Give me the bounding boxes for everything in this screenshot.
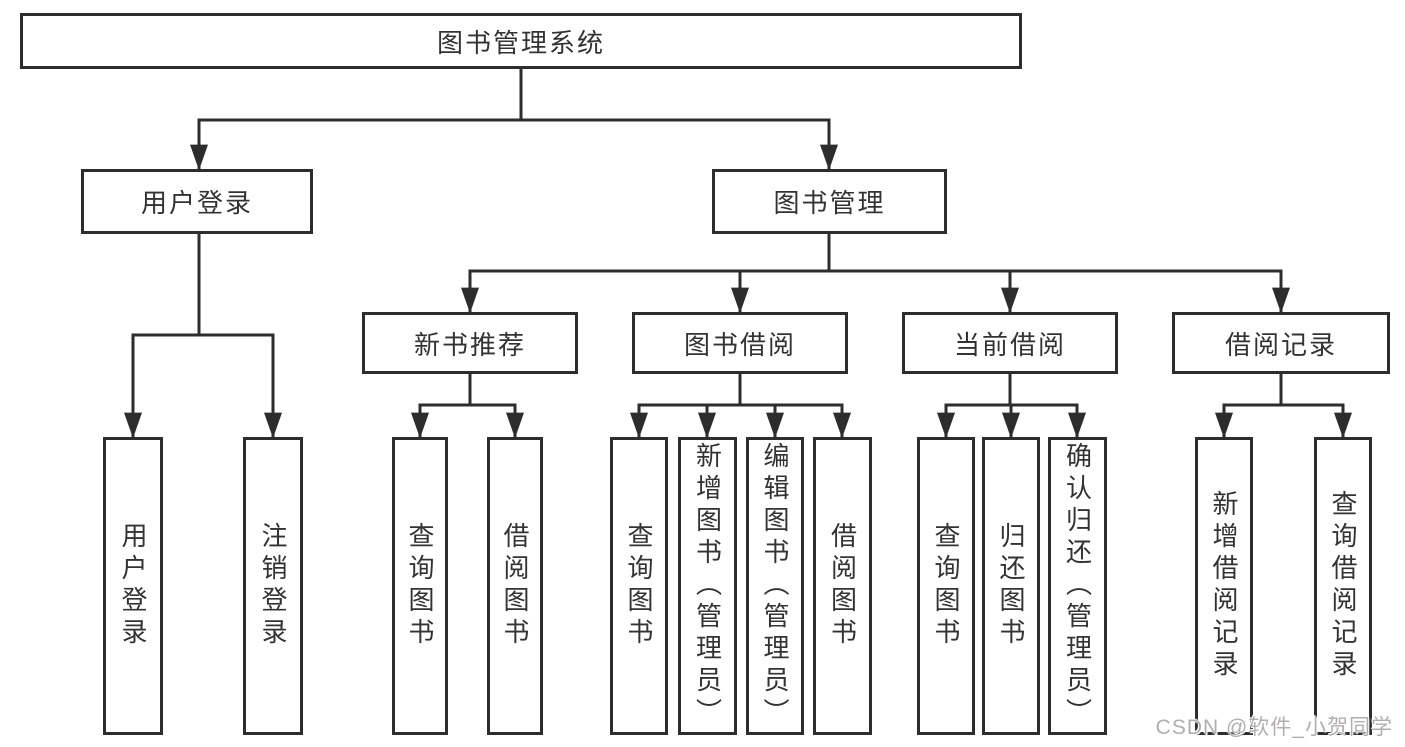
leaf-label: 查询借阅记录 [1328,490,1358,682]
node-current-borrow-label: 当前借阅 [953,329,1066,360]
node-current-borrow: 当前借阅 [902,312,1118,374]
leaf-user-login: 用户登录 [103,437,163,735]
leaf-add-borrow-record: 新增借阅记录 [1195,437,1253,735]
node-book-mgmt-label: 图书管理 [773,188,886,218]
leaf-label: 新增图书（管理员） [692,442,723,730]
leaf-edit-books-admin: 编辑图书（管理员） [746,437,804,735]
leaf-borrow-books-1: 借阅图书 [487,437,543,735]
leaf-query-books-1: 查询图书 [392,437,448,735]
node-book-borrow-label: 图书借阅 [683,329,796,360]
leaf-label: 查询图书 [931,522,961,650]
node-new-books-label: 新书推荐 [413,329,526,360]
leaf-query-books-2: 查询图书 [610,437,668,735]
node-borrow-records: 借阅记录 [1172,312,1390,374]
leaf-label: 归还图书 [996,522,1026,650]
node-borrow-records-label: 借阅记录 [1224,329,1337,360]
leaf-add-books-admin: 新增图书（管理员） [678,437,737,735]
leaf-borrow-books-2: 借阅图书 [813,437,872,735]
leaf-confirm-return-admin: 确认归还（管理员） [1048,437,1107,735]
leaf-label: 用户登录 [118,522,148,650]
leaf-query-books-3: 查询图书 [917,437,975,735]
leaf-return-books: 归还图书 [982,437,1040,735]
leaf-label: 借阅图书 [827,522,858,650]
leaf-logout: 注销登录 [243,437,303,735]
csdn-watermark: CSDN @软件_小贺同学 [1155,716,1393,739]
leaf-label: 新增借阅记录 [1209,490,1239,682]
leaf-label: 查询图书 [405,522,435,650]
leaf-label: 借阅图书 [500,522,530,650]
leaf-label: 查询图书 [624,522,654,650]
node-root-label: 图书管理系统 [436,27,605,58]
node-book-mgmt: 图书管理 [712,169,947,234]
leaf-label: 注销登录 [258,522,288,650]
node-user-login: 用户登录 [81,169,313,234]
node-new-books: 新书推荐 [362,312,578,374]
leaf-label: 确认归还（管理员） [1062,442,1093,730]
node-root: 图书管理系统 [20,13,1022,69]
leaf-query-borrow-record: 查询借阅记录 [1314,437,1372,735]
node-book-borrow: 图书借阅 [632,312,848,374]
node-user-login-label: 用户登录 [140,188,253,218]
leaf-label: 编辑图书（管理员） [760,442,790,730]
